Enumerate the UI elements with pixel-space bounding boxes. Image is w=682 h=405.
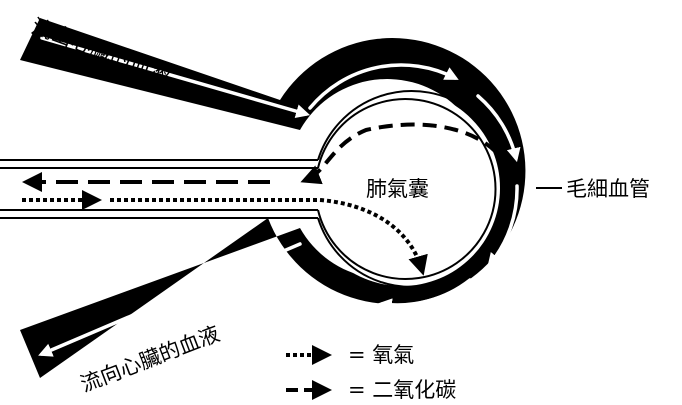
legend-oxygen-label: = 氧氣 — [348, 343, 414, 367]
ring-arrow-bottom — [377, 278, 472, 313]
bronchiole-and-alveolus — [0, 90, 511, 288]
capillary-label: 毛細血管 — [566, 177, 650, 201]
blood-flow-arrows — [38, 36, 521, 357]
ring-arrow-down — [487, 184, 519, 268]
legend-oxygen: = 氧氣 — [286, 343, 414, 367]
co2-arrow-into-alveolus — [300, 122, 498, 185]
alveolus-label: 肺氣囊 — [366, 177, 429, 201]
inflow-arrow — [38, 242, 302, 357]
blood-vessel — [20, 18, 526, 378]
legend-co2-label: = 二氧化碳 — [348, 378, 456, 402]
ring-arrow-top — [308, 63, 459, 110]
outflow-arrow — [40, 36, 311, 119]
legend-co2: = 二氧化碳 — [286, 378, 456, 402]
legend: = 氧氣 = 二氧化碳 — [286, 343, 456, 402]
oxygen-arrow-diffuse — [110, 198, 428, 276]
oxygen-path — [22, 190, 428, 276]
ring-arrow-right — [476, 94, 521, 163]
carbon-dioxide-path — [22, 122, 498, 192]
